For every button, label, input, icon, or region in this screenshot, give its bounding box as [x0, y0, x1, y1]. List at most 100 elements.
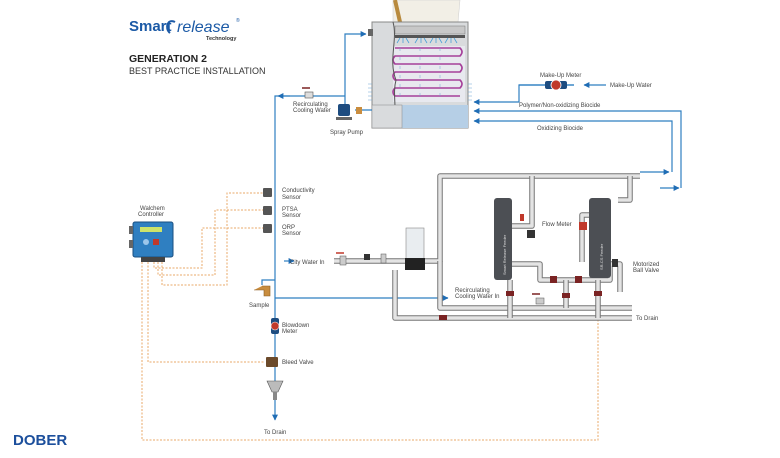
controller-keypad	[143, 239, 149, 245]
swoosh-icon	[166, 20, 176, 34]
recirc-valve: Recirculating Cooling Water	[293, 87, 331, 114]
fan-stack	[392, 0, 461, 23]
city-valve	[339, 255, 347, 266]
orp-label-1: ORP	[282, 225, 295, 231]
sr-cs-feeder: SR-CS Feeder	[579, 198, 618, 278]
spray-nozzles	[396, 37, 458, 44]
conductivity-label-2: Sensor	[282, 195, 301, 201]
smart-release-feeder: Smart Release Feeder	[494, 198, 535, 280]
feeder-right-text: SR-CS Feeder	[599, 243, 604, 270]
spray-pump-label: Spray Pump	[330, 130, 364, 136]
recirc-in-label-2: Cooling Water In	[455, 294, 499, 300]
bleed-valve: Bleed Valve	[266, 357, 314, 367]
pump-valve	[356, 107, 362, 114]
clear-feeder-body	[405, 227, 425, 261]
page-subtitle: BEST PRACTICE INSTALLATION	[129, 66, 266, 76]
check-valve	[550, 276, 557, 283]
motorized-label-2: Ball Valve	[633, 268, 660, 274]
to-drain-left-label: To Drain	[264, 430, 286, 436]
drain-pipe	[393, 270, 632, 320]
feeder-left-valve	[520, 214, 524, 221]
drain-funnel: To Drain	[264, 380, 286, 436]
sample-tap-icon	[254, 285, 271, 297]
brand-release-text: release	[177, 19, 230, 36]
polymer-biocide-label: Polymer/Non-oxidizing Biocide	[519, 103, 601, 109]
meter-dial	[550, 79, 562, 91]
feeder-left-text: Smart Release Feeder	[502, 234, 507, 275]
motorized-valve-signal	[141, 262, 599, 441]
feeder-right-body	[589, 198, 611, 278]
walchem-controller: Walchem Controller	[129, 206, 174, 262]
flow-meter-pipe	[510, 176, 534, 228]
controller-bracket-bottom	[129, 240, 133, 248]
drop-pipes	[508, 280, 600, 318]
controller-display	[140, 227, 162, 232]
ptsa-sensor: PTSA Sensor	[263, 206, 301, 219]
oxidizing-biocide-line	[473, 118, 673, 172]
recirc-in-valve	[535, 297, 545, 305]
recirc-valve-body	[304, 91, 314, 99]
pressure-reducer	[380, 253, 387, 264]
return-line-upper	[473, 108, 682, 188]
spray-pump: Spray Pump	[330, 104, 364, 136]
check-valve	[562, 293, 570, 298]
dober-logo-text: DOBER	[13, 432, 67, 449]
city-water-in-label: City Water In	[290, 260, 324, 266]
tower-cutaway-edge	[393, 0, 402, 23]
sample-label: Sample	[249, 303, 270, 309]
brand-tech-text: Technology	[206, 36, 237, 42]
controller-button	[153, 239, 159, 245]
clear-feeder	[405, 227, 425, 270]
coil-section	[393, 46, 465, 102]
brand-logo: Smart release ® Technology	[129, 17, 240, 42]
drop-pipes-outer	[507, 280, 601, 318]
heat-exchange-coil	[392, 47, 463, 97]
city-water-pipe	[334, 174, 640, 263]
ptsa-sensor-body	[263, 206, 272, 215]
sr-cs-side-pipe	[580, 213, 590, 262]
check-valves	[439, 276, 602, 320]
sr-cs-red-valve	[579, 222, 587, 230]
sensors: Conductivity Sensor PTSA Sensor ORP Sens…	[263, 188, 315, 237]
orp-label-2: Sensor	[282, 231, 301, 237]
city-water-valves	[336, 252, 387, 266]
signal-lines	[141, 192, 599, 441]
basin-wall	[371, 104, 403, 129]
motorized-ball-valve	[612, 259, 618, 267]
orp-sensor: ORP Sensor	[263, 224, 301, 237]
orp-signal	[153, 227, 265, 269]
to-drain-right-label: To Drain	[636, 316, 658, 322]
blowdown-label-2: Meter	[282, 329, 297, 335]
motorized-label-1: Motorized	[633, 262, 659, 268]
orp-sensor-body	[263, 224, 272, 233]
flow-meter-label: Flow Meter	[542, 222, 572, 228]
walchem-label-1: Walchem	[140, 206, 165, 212]
check-valve	[506, 291, 514, 296]
check-valve	[594, 291, 602, 296]
ptsa-label-1: PTSA	[282, 207, 298, 213]
pump-body	[338, 104, 350, 116]
ptsa-label-2: Sensor	[282, 213, 301, 219]
oxidizing-biocide-label: Oxidizing Biocide	[537, 126, 584, 132]
spray-riser-line	[344, 31, 367, 110]
conductivity-signal	[161, 192, 265, 286]
recirc-label-1: Recirculating	[293, 102, 328, 108]
blowdown-label-1: Blowdown	[282, 323, 309, 329]
make-up-water-label: Make-Up Water	[610, 83, 652, 89]
recirc-main-line	[274, 95, 345, 300]
spray-header	[395, 35, 465, 38]
dober-logo: DOBER	[13, 432, 67, 449]
right-riser	[618, 176, 632, 202]
pump-base	[336, 117, 352, 120]
make-up-meter-label: Make-Up Meter	[540, 73, 581, 79]
backflow-preventer	[364, 254, 370, 260]
bleed-valve-label: Bleed Valve	[282, 360, 314, 366]
sample-branch	[261, 279, 275, 285]
conductivity-sensor: Conductivity Sensor	[263, 188, 315, 201]
recirc-in-label-1: Recirculating	[455, 288, 490, 294]
bleed-valve-signal	[147, 262, 265, 363]
check-valve	[439, 315, 447, 320]
page-title: GENERATION 2	[129, 53, 207, 65]
spray-inlet-nozzle	[368, 29, 373, 36]
